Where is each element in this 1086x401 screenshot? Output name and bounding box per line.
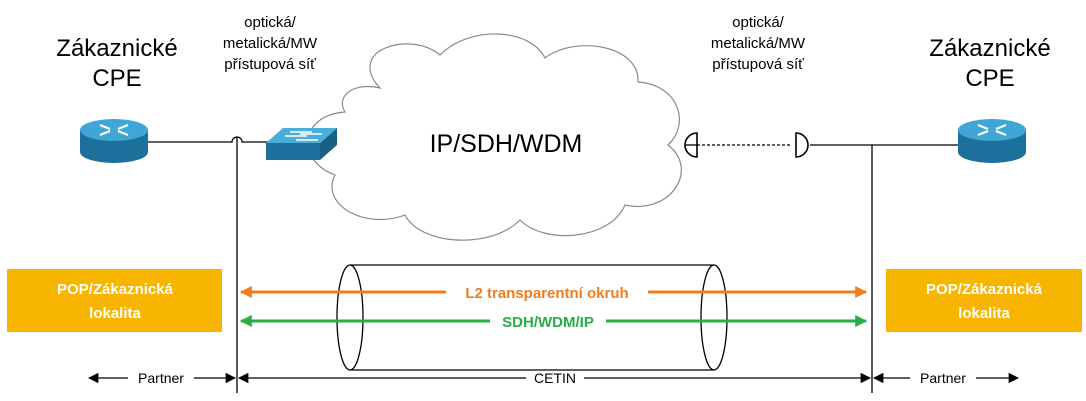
right-access-network-line2: metalická/MW [711,35,806,52]
cloud-label: IP/SDH/WDM [430,130,583,158]
ip-sdh-wdm-cloud [307,33,682,241]
left-location-box [7,269,222,332]
partner-left-label: Partner [138,370,184,386]
left-location-line1: POP/Zákaznická [57,281,174,298]
left-access-network-line3: přístupová síť [224,56,316,73]
left-fiber-connector-icon [684,132,698,158]
left-access-network-line1: optická/ [244,14,297,31]
right-location-box [886,269,1082,332]
left-access-link [148,136,272,143]
right-cpe-title-line1: Zákaznické [929,35,1050,62]
right-fiber-connector-icon [795,132,809,158]
left-access-network-line2: metalická/MW [223,35,318,52]
right-router-icon [958,119,1026,163]
right-access-network-line1: optická/ [732,14,785,31]
left-router-icon [80,119,148,163]
right-location-line2: lokalita [958,305,1010,322]
cetin-label: CETIN [534,370,576,386]
left-cpe-title-line1: Zákaznické [56,35,177,62]
transport-label: SDH/WDM/IP [502,314,594,331]
partner-right-label: Partner [920,370,966,386]
left-cpe-title-line2: CPE [92,65,141,92]
access-switch-icon [266,128,337,160]
right-access-network-line3: přístupová síť [712,56,804,73]
right-cpe-title-line2: CPE [965,65,1014,92]
right-location-line1: POP/Zákaznická [926,281,1043,298]
l2-circuit-label: L2 transparentní okruh [465,285,628,302]
left-location-line2: lokalita [89,305,141,322]
